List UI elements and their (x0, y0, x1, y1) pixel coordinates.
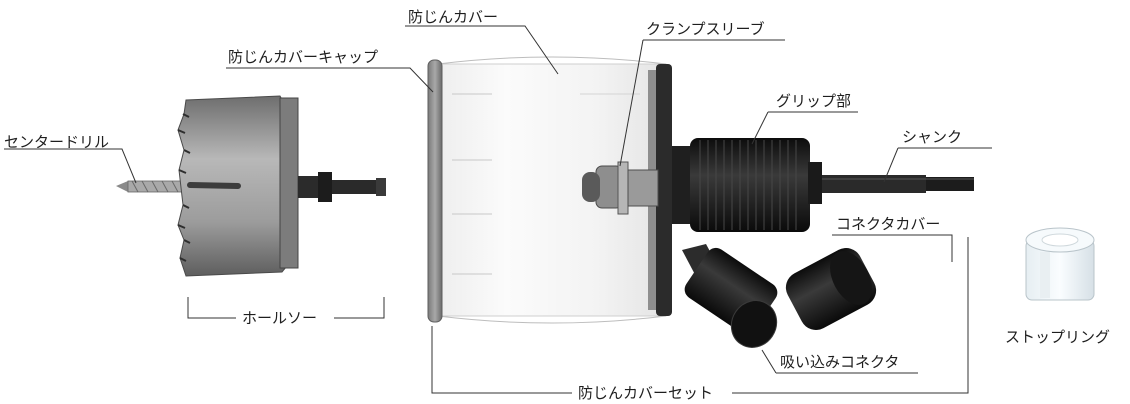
stopper-ring-label: ストップリング (1005, 328, 1111, 346)
hole-saw-body (177, 95, 299, 277)
stopper-ring-drawing (1025, 227, 1095, 301)
suction-connector-drawing (682, 244, 778, 348)
dust-cover-label: 防じんカバー (408, 8, 499, 26)
clamp-sleeve-drawing (582, 161, 659, 215)
dust-cover-set-label: 防じんカバーセット (578, 384, 714, 402)
connector-cover-drawing (785, 248, 877, 330)
hole-saw-drawing (116, 95, 386, 277)
center-drill-label: センタードリル (4, 133, 110, 151)
leader-lines (4, 25, 992, 394)
center-drill-drawing (116, 180, 189, 193)
suction-connector-label: 吸い込みコネクタ (780, 353, 900, 371)
dust-cover-cap-label: 防じんカバーキャップ (228, 48, 379, 66)
hole-saw-arbor (298, 172, 386, 202)
grip-label: グリップ部 (776, 92, 852, 110)
hole-saw-label: ホールソー (242, 309, 318, 327)
shank-label: シャンク (902, 128, 963, 146)
connector-cover-label: コネクタカバー (836, 215, 941, 233)
clamp-sleeve-label: クランプスリーブ (646, 20, 765, 38)
shank-drawing (822, 175, 974, 193)
grip-drawing (672, 138, 822, 232)
